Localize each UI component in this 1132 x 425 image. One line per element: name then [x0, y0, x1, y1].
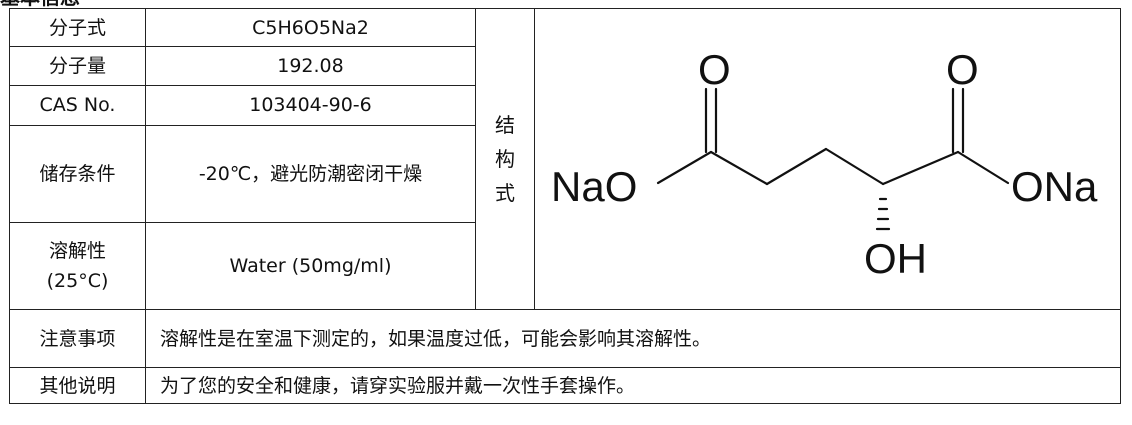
solubility-label-line1: 溶解性: [48, 240, 106, 263]
structure-label-char-2: 构: [495, 147, 515, 171]
formula-value: C5H6O5Na2: [145, 7, 476, 48]
formula-label: 分子式: [9, 7, 146, 48]
storage-label: 储存条件: [9, 124, 146, 224]
table-row: 注意事项 溶解性是在室温下测定的，如果温度过低，可能会影响其溶解性。: [9, 309, 1121, 368]
notes-label: 注意事项: [9, 309, 146, 368]
info-table: 分子式 C5H6O5Na2 结 构 式: [9, 7, 1121, 404]
chemical-structure: NaO ONa O O OH: [551, 46, 1098, 282]
section-heading: 基本信息: [0, 0, 80, 8]
solubility-label-line2: (25°C): [46, 270, 109, 293]
solubility-value: Water (50mg/ml): [145, 222, 476, 310]
weight-value: 192.08: [145, 46, 476, 87]
bond-c4-c5: [881, 150, 959, 186]
table-row: 溶解性 (25°C) Water (50mg/ml): [9, 222, 1121, 310]
table-row: CAS No. 103404-90-6: [9, 85, 1121, 126]
structure-label-char-3: 式: [495, 181, 515, 205]
weight-label: 分子量: [9, 46, 146, 87]
cas-value: 103404-90-6: [145, 85, 476, 126]
cas-label: CAS No.: [9, 85, 146, 126]
atom-na-right: ONa: [1011, 163, 1098, 210]
solubility-label: 溶解性 (25°C): [9, 222, 146, 310]
atom-o-top-left: O: [698, 46, 731, 93]
table-row: 其他说明 为了您的安全和健康，请穿实验服并戴一次性手套操作。: [9, 367, 1121, 404]
bond-c3-c4: [824, 147, 884, 186]
bond-c2-c3: [765, 147, 827, 186]
atom-oh: OH: [864, 235, 927, 282]
notes-value: 溶解性是在室温下测定的，如果温度过低，可能会影响其溶解性。: [145, 309, 1121, 368]
bond-c1-c2: [709, 150, 768, 186]
atom-o-top-right: O: [946, 46, 979, 93]
structure-image-cell: NaO ONa O O OH: [534, 8, 1121, 310]
other-value: 为了您的安全和健康，请穿实验服并戴一次性手套操作。: [145, 367, 1121, 404]
bond-lines: [656, 87, 1009, 231]
bond-nao-c1: [656, 150, 712, 185]
structure-label-char-1: 结: [495, 113, 515, 137]
bond-c5-ona: [956, 150, 1009, 185]
table-row: 分子量 192.08: [9, 46, 1121, 87]
storage-value: -20℃，避光防潮密闭干燥: [145, 124, 476, 224]
table-row: 分子式 C5H6O5Na2 结 构 式: [9, 7, 1121, 310]
structure-label-cell: 结 构 式: [475, 8, 535, 310]
atom-na-left: NaO: [551, 163, 637, 210]
other-label: 其他说明: [9, 367, 146, 404]
